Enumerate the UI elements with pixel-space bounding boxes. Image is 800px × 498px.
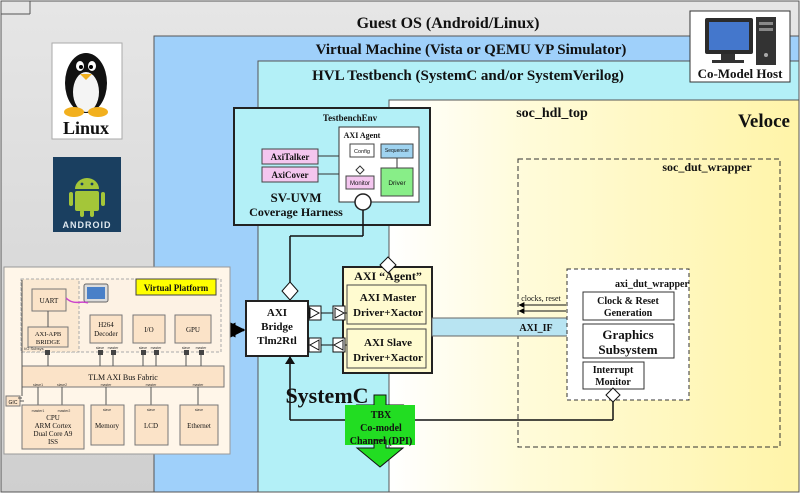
master1-label: master1 — [32, 409, 45, 413]
linux-logo: Linux — [51, 42, 123, 140]
io-subsys-label: I/O Subsys — [24, 346, 44, 351]
sv-uvm-label: SV-UVM — [270, 190, 321, 205]
ethernet-label: Ethernet — [187, 422, 211, 430]
lcd-label: LCD — [144, 422, 158, 430]
memory-label: Memory — [95, 422, 120, 430]
soc-dut-wrapper-label: soc_dut_wrapper — [662, 160, 752, 174]
vm-title: Virtual Machine (Vista or QEMU VP Simula… — [316, 42, 627, 58]
systemc-label: SystemC — [285, 383, 368, 408]
axi-slave-line2: Driver+Xactor — [353, 352, 423, 364]
axi-cover-label: AxiCover — [272, 170, 309, 180]
h264-line1: H264 — [98, 321, 114, 329]
axi-agent-inner-title: AXI Agent — [344, 131, 381, 140]
graphics-line2: Subsystem — [598, 342, 657, 357]
clock-reset-line1: Clock & Reset — [597, 296, 659, 307]
interrupt-line1: Interrupt — [593, 365, 634, 376]
bus-fabric-label: TLM AXI Bus Fabric — [88, 373, 158, 382]
master-bus-label-1: master — [101, 383, 113, 387]
axi-dut-wrapper-box: axi_dut_wrapper Clock & Reset Generation… — [566, 268, 690, 401]
android-logo: ANDROID — [53, 157, 121, 232]
axi-slave-line1: AXI Slave — [364, 337, 412, 349]
master-port-label-3: master — [196, 346, 208, 350]
android-robot-icon — [69, 178, 105, 217]
axi-talker-label: AxiTalker — [271, 152, 310, 162]
coverage-harness-label: Coverage Harness — [249, 205, 343, 219]
hvl-title: HVL Testbench (SystemC and/or SystemVeri… — [312, 68, 624, 84]
cpu-line4: ISS — [48, 438, 58, 446]
axi-bridge-line3: Tlm2Rtl — [257, 335, 297, 347]
clocks-reset-label: clocks, reset — [521, 294, 561, 303]
axi-agent-box: AXI “Agent” AXI Master Driver+Xactor AXI… — [342, 266, 433, 374]
axi-dut-wrapper-title: axi_dut_wrapper — [615, 279, 689, 290]
slave-port-label-1: slave — [96, 346, 104, 350]
virtual-platform-label: Virtual Platform — [144, 283, 209, 293]
tbx-line2: Co-model — [360, 423, 402, 434]
driver-label: Driver — [388, 180, 406, 187]
co-model-host-box: Co-Model Host — [689, 10, 791, 83]
co-model-host-label: Co-Model Host — [698, 66, 784, 81]
monitor-label: Monitor — [350, 181, 370, 187]
cpu-line2: ARM Cortex — [35, 422, 72, 430]
testbench-env-title: TestbenchEnv — [323, 113, 378, 123]
terminal-icon — [65, 283, 109, 304]
slave-port-label-3: slave — [182, 346, 190, 350]
tbenv-port-circle — [354, 193, 372, 211]
cpu-line1: CPU — [46, 414, 60, 422]
testbench-env-box: TestbenchEnv AXI Agent Config Sequencer … — [233, 107, 431, 226]
axi-bridge-line2: Bridge — [261, 321, 293, 333]
master-port-label-1: master — [108, 346, 120, 350]
slave-memory-label: slave — [103, 408, 111, 412]
io-label: I/O — [144, 326, 153, 334]
virtual-platform-box: I/O Subsys Virtual Platform UART AXI-APB… — [3, 266, 231, 455]
axi-agent-title: AXI “Agent” — [354, 269, 422, 283]
linux-text: Linux — [63, 118, 109, 138]
axi-bridge-box: AXI Bridge Tlm2Rtl — [245, 300, 309, 357]
slave-lcd-label: slave — [147, 408, 155, 412]
axi-master-line2: Driver+Xactor — [353, 307, 423, 319]
slave2-label: slave2 — [57, 383, 67, 387]
uart-label: UART — [40, 297, 59, 305]
computer-icon — [705, 17, 776, 65]
axi-if-channel: AXI_IF — [431, 317, 589, 337]
axi-apb-line1: AXI-APB — [35, 331, 62, 338]
axi-bridge-line1: AXI — [267, 307, 287, 319]
soc-dut-wrapper-box: soc_dut_wrapper — [517, 158, 781, 448]
axi-if-label: AXI_IF — [519, 323, 552, 334]
tbx-channel: TBX Co-model Channel (DPI) — [345, 394, 415, 468]
h264-line2: Decoder — [94, 330, 118, 338]
penguin-icon — [64, 53, 108, 117]
gic-label: GIC — [9, 400, 18, 406]
master2-label: master2 — [58, 409, 71, 413]
sequencer-label: Sequencer — [385, 148, 410, 154]
axi-apb-line2: BRIDGE — [36, 339, 60, 346]
config-label: Config — [354, 149, 370, 155]
cpu-line3: Dual Core A9 — [34, 430, 73, 438]
soc-hdl-top-label: soc_hdl_top — [516, 106, 588, 121]
tbx-line3: Channel (DPI) — [350, 436, 413, 447]
android-text: ANDROID — [63, 220, 112, 230]
graphics-line1: Graphics — [602, 327, 653, 342]
tbx-line1: TBX — [371, 410, 392, 421]
master-bus-label-2: master — [146, 383, 158, 387]
slave1-label: slave1 — [33, 383, 43, 387]
master-port-label-2: master — [151, 346, 163, 350]
veloce-label: Veloce — [738, 111, 790, 132]
gpu-label: GPU — [186, 326, 200, 334]
slave-ethernet-label: slave — [195, 408, 203, 412]
master-bus-label-3: master — [193, 383, 205, 387]
guest-os-title: Guest OS (Android/Linux) — [357, 15, 540, 32]
clock-reset-line2: Generation — [604, 308, 653, 319]
slave-port-label-2: slave — [139, 346, 147, 350]
interrupt-line2: Monitor — [595, 377, 631, 388]
axi-master-line1: AXI Master — [360, 292, 417, 304]
bridge-agent-links — [308, 305, 347, 353]
bus-port-connectors — [45, 350, 204, 355]
